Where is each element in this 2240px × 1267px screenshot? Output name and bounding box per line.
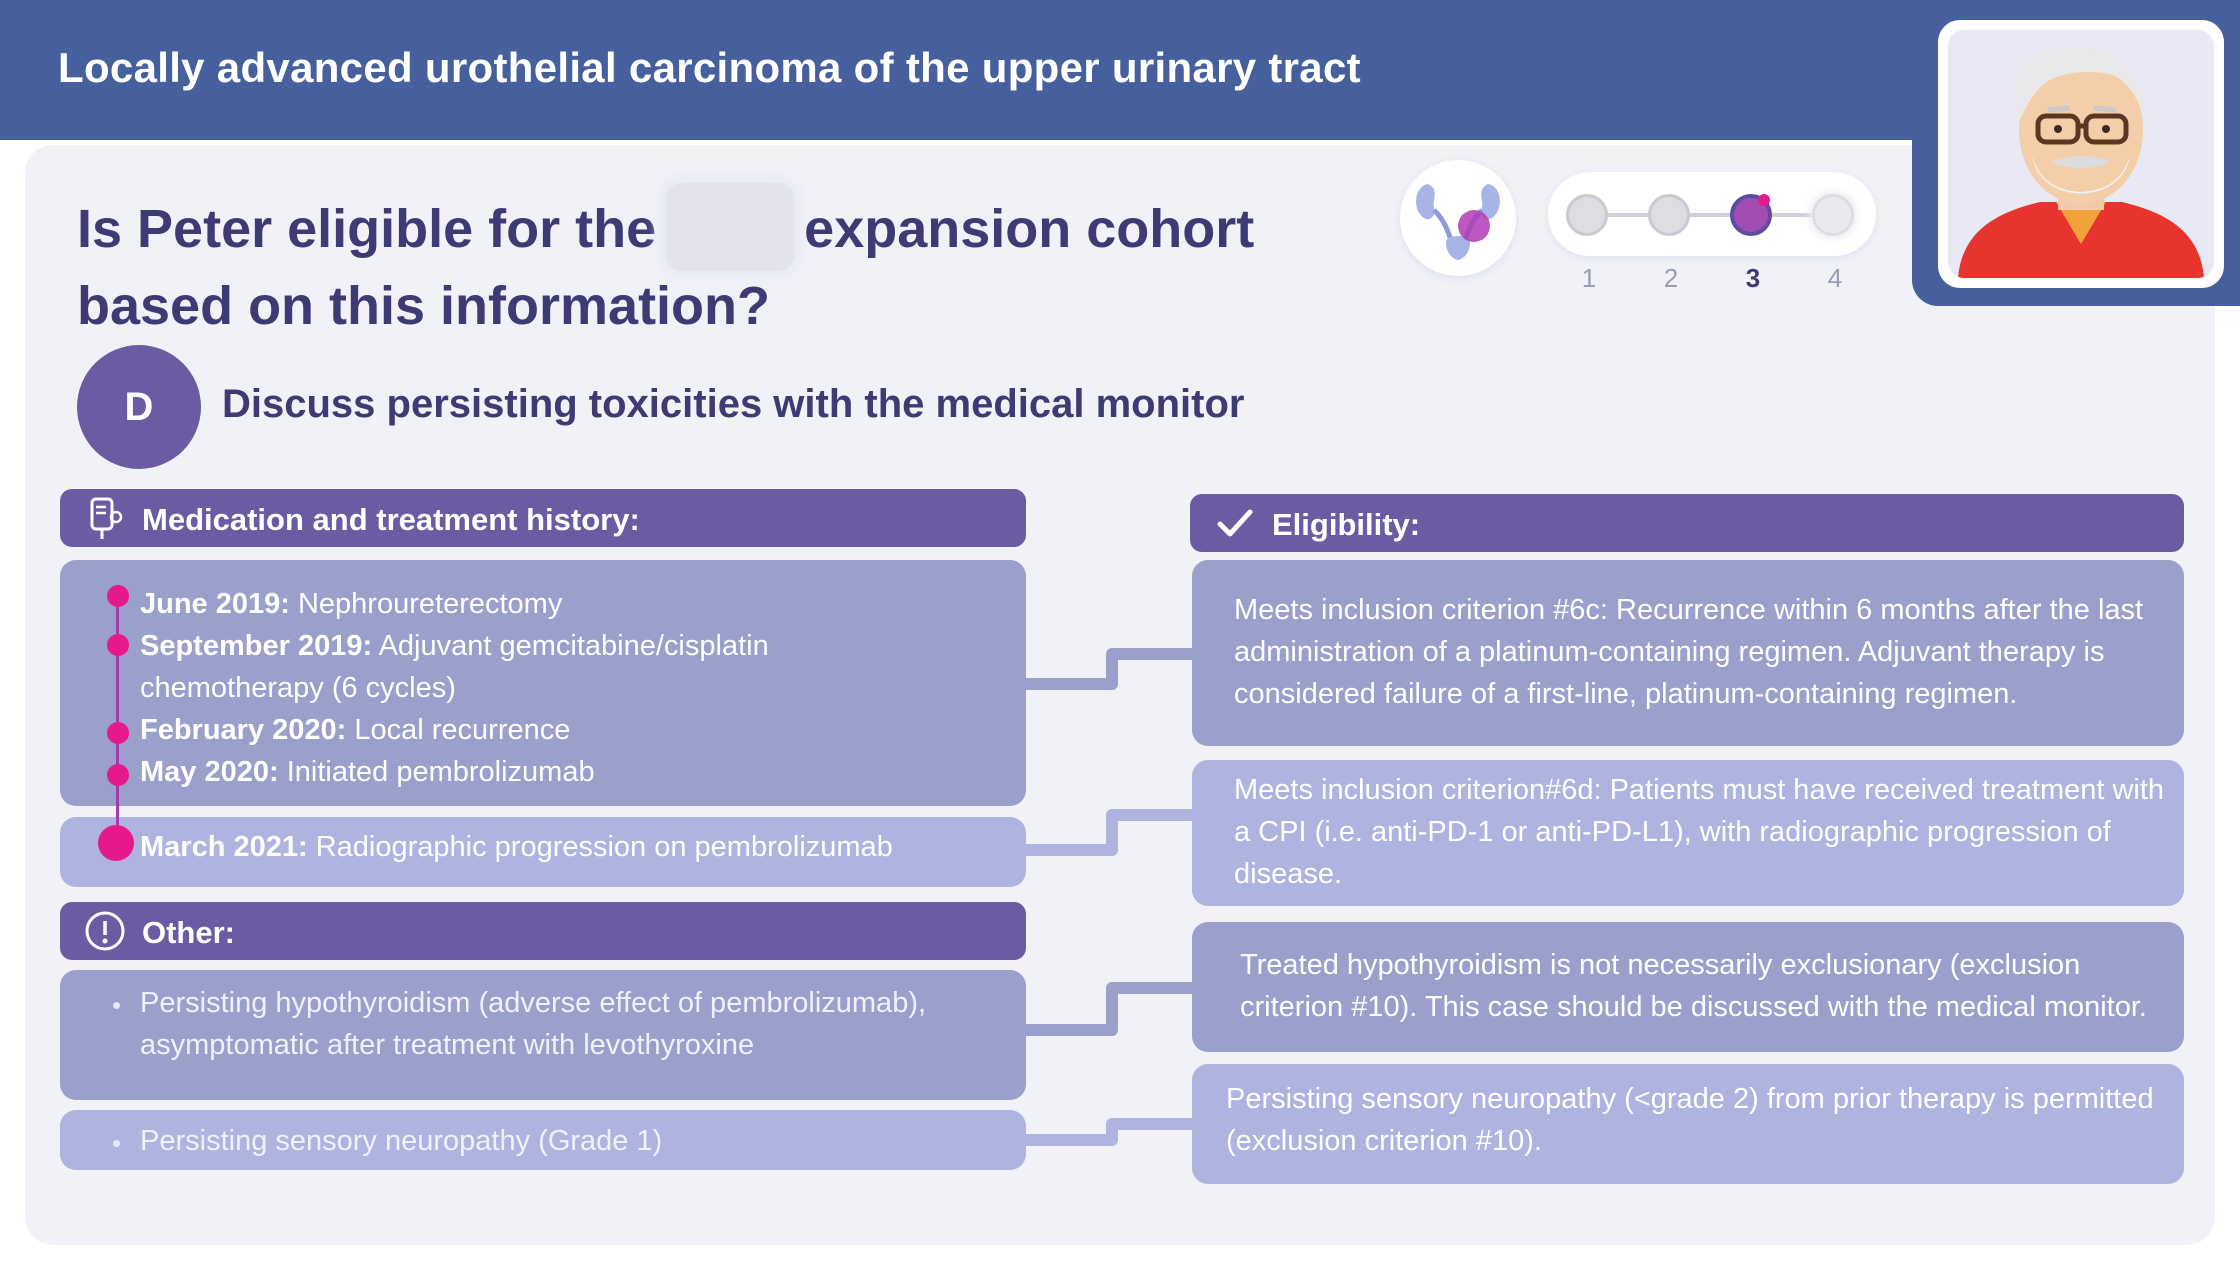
- eligibility-text-hypothyroidism: Treated hypothyroidism is not necessaril…: [1240, 949, 2147, 1023]
- step-2-dot[interactable]: [1648, 194, 1690, 236]
- eligibility-box-6c: [1192, 560, 2184, 746]
- eligibility-box-neuropathy: [1192, 1064, 2184, 1184]
- timeline-dot: [107, 634, 129, 656]
- timeline-progression-box: [60, 817, 1026, 887]
- eligibility-header-label: Eligibility:: [1272, 507, 1421, 542]
- eligibility-header: Eligibility:: [1190, 494, 2184, 552]
- eligibility-box-6d: [1192, 760, 2184, 906]
- step-4-dot[interactable]: [1812, 194, 1854, 236]
- eligibility-text-6d: Meets inclusion criterion#6d: Patients m…: [1234, 774, 2165, 890]
- step-3-label: 3: [1745, 263, 1761, 293]
- step-indicator: [1548, 172, 1876, 256]
- timeline-dot-current: [98, 825, 134, 861]
- timeline-box: [60, 560, 1026, 806]
- timeline-item: March 2021: Radiographic progression on …: [140, 831, 893, 863]
- step-3-dot[interactable]: [1730, 194, 1772, 236]
- decision-badge: D: [77, 345, 201, 469]
- eligibility-text-6c: Meets inclusion criterion #6c: Recurrenc…: [1234, 594, 2144, 710]
- history-header-label: Medication and treatment history:: [142, 502, 640, 537]
- other-header: Other:: [60, 902, 1026, 960]
- timeline-item: June 2019: Nephroureterectomy: [140, 588, 563, 620]
- question-part-1: Is Peter eligible for the: [77, 199, 657, 259]
- step-2-label: 2: [1663, 263, 1679, 293]
- alert-circle-icon: [84, 908, 126, 954]
- timeline-dot: [107, 722, 129, 744]
- checkmark-icon: [1214, 500, 1256, 546]
- step-1-label: 1: [1581, 263, 1597, 293]
- other-item-neuropathy: Persisting sensory neuropathy (Grade 1): [140, 1125, 663, 1157]
- urinary-tract-icon: [1400, 160, 1516, 276]
- decision-text: Discuss persisting toxicities with the m…: [222, 382, 1245, 426]
- eligibility-box-hypothyroidism: [1192, 922, 2184, 1052]
- question-part-2: expansion cohort based on this informati…: [77, 199, 1255, 336]
- iv-bag-icon: [84, 495, 126, 541]
- eligibility-text-neuropathy: Persisting sensory neuropathy (<grade 2)…: [1226, 1083, 2154, 1157]
- bullet: •: [112, 990, 122, 1020]
- patient-avatar: [1948, 30, 2214, 278]
- neuropathy-box: [60, 1110, 1026, 1170]
- top-banner: Locally advanced urothelial carcinoma of…: [0, 0, 2240, 140]
- other-item-hypothyroidism: Persisting hypothyroidism (adverse effec…: [140, 987, 927, 1061]
- timeline-item: May 2020: Initiated pembrolizumab: [140, 756, 595, 788]
- timeline-item: February 2020: Local recurrence: [140, 714, 571, 746]
- timeline-dot: [107, 585, 129, 607]
- other-header-label: Other:: [142, 915, 235, 950]
- step-1-dot[interactable]: [1566, 194, 1608, 236]
- history-header: Medication and treatment history:: [60, 489, 1026, 547]
- hypothyroidism-box: [60, 970, 1026, 1100]
- timeline-item: September 2019: Adjuvant gemcitabine/cis…: [140, 630, 769, 704]
- timeline-dot: [107, 764, 129, 786]
- page-title: Locally advanced urothelial carcinoma of…: [58, 44, 1361, 91]
- step-4-label: 4: [1827, 263, 1843, 293]
- bullet: •: [112, 1128, 122, 1158]
- redacted-drug-name: [666, 183, 795, 271]
- step-track: [1588, 213, 1834, 217]
